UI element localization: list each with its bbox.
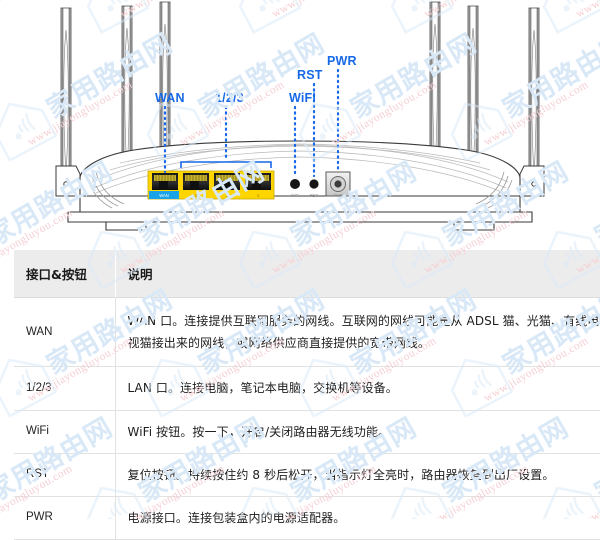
silk-lan2: 2	[226, 193, 229, 198]
row-desc: LAN 口。连接电脑，笔记本电脑，交换机等设备。	[115, 366, 600, 411]
table-row: WAN WAN 口。连接提供互联网服务的网线。互联网的网线可能是从 ADSL 猫…	[14, 297, 600, 368]
silk-lan3: 3	[195, 193, 198, 198]
wifi-button	[290, 179, 300, 189]
rst-button	[309, 179, 319, 189]
silk-pwr: PWR	[333, 193, 343, 198]
callout-label-wan: WAN	[155, 91, 185, 105]
row-key: PWR	[14, 496, 116, 540]
router-diagram-svg: WAN 3 2 1 WiFi RST PWR	[55, 1, 545, 231]
rj45-port-lan1	[245, 173, 271, 190]
router-illustration: WAN 3 2 1 WiFi RST PWR WAN 1/2/3 WiFi RS…	[0, 0, 600, 240]
house-wifi-logo-icon	[0, 471, 2, 519]
table-header-row: 接口&按钮 说明	[14, 250, 600, 298]
table-header-key: 接口&按钮	[14, 250, 116, 298]
table-row: PWR 电源接口。连接包装盒内的电源适配器。	[14, 496, 600, 540]
rj45-port-lan2	[214, 173, 240, 190]
callout-label-wifi: WiFi	[289, 91, 317, 105]
row-key: RST	[14, 453, 116, 497]
rj45-port-lan3	[183, 173, 209, 190]
pwr-jack	[325, 171, 351, 197]
router-body	[67, 140, 533, 231]
row-desc: 复位按钮。持续按住约 8 秒后松开，当指示灯全亮时，路由器恢复到出厂设置。	[115, 453, 600, 497]
table-row: RST 复位按钮。持续按住约 8 秒后松开，当指示灯全亮时，路由器恢复到出厂设置…	[14, 453, 600, 497]
callout-label-rst: RST	[297, 68, 323, 82]
rj45-ports	[152, 173, 271, 190]
silk-wifi: WiFi	[291, 193, 299, 198]
row-desc: WiFi 按钮。按一下，开启/关闭路由器无线功能。	[115, 410, 600, 454]
callout-label-pwr: PWR	[327, 54, 357, 68]
antenna-hinge-right	[519, 165, 545, 197]
table-body: WAN WAN 口。连接提供互联网服务的网线。互联网的网线可能是从 ADSL 猫…	[14, 297, 600, 540]
interface-description-table: 接口&按钮 说明 WAN WAN 口。连接提供互联网服务的网线。互联网的网线可能…	[14, 250, 600, 540]
row-key: 1/2/3	[14, 366, 116, 411]
side-vent-right	[475, 171, 513, 209]
table-row: WiFi WiFi 按钮。按一下，开启/关闭路由器无线功能。	[14, 410, 600, 454]
table-header-desc: 说明	[115, 250, 600, 298]
row-desc: WAN 口。连接提供互联网服务的网线。互联网的网线可能是从 ADSL 猫、光猫、…	[115, 297, 600, 368]
silk-lan1: 1	[257, 193, 260, 198]
port-silk-labels: WAN 3 2 1 WiFi RST PWR	[159, 193, 343, 198]
table-row: 1/2/3 LAN 口。连接电脑，笔记本电脑，交换机等设备。	[14, 366, 600, 411]
silk-rst: RST	[310, 193, 319, 198]
silk-wan: WAN	[159, 193, 169, 198]
rj45-port-wan	[152, 173, 178, 190]
row-key: WAN	[14, 297, 116, 368]
antenna-hinge-left	[55, 165, 81, 197]
wan-silk-band	[149, 191, 179, 199]
callout-label-lan: 1/2/3	[215, 91, 244, 105]
row-key: WiFi	[14, 410, 116, 454]
row-desc: 电源接口。连接包装盒内的电源适配器。	[115, 496, 600, 540]
side-vent-left	[87, 171, 125, 209]
